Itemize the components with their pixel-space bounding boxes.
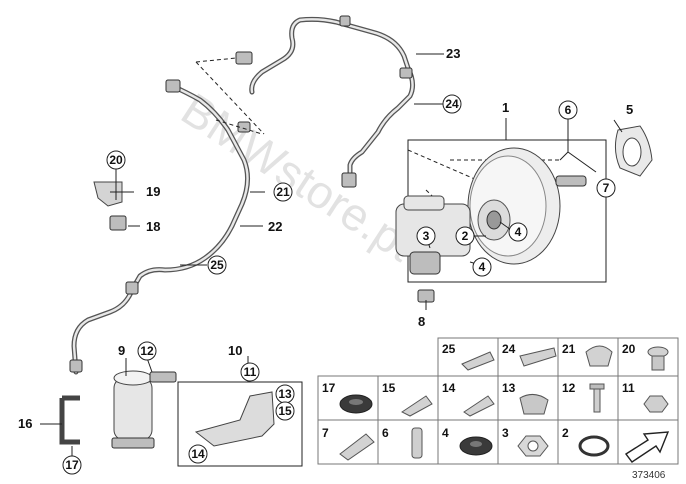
- callout-6: 6: [558, 100, 578, 120]
- parts-legend: 25 24 21 20 17 15 14 13 12 11: [317, 337, 679, 465]
- legend-cell-6: [377, 419, 439, 465]
- callout-14: 14: [188, 444, 208, 464]
- callout-2: 2: [455, 226, 475, 246]
- legend-label-13: 13: [502, 381, 516, 395]
- legend-label-11: 11: [622, 381, 635, 395]
- callout-18: 18: [146, 219, 160, 234]
- clip-19: [93, 181, 123, 207]
- legend-label-6: 6: [382, 426, 389, 440]
- svg-text:25: 25: [210, 258, 224, 272]
- legend-label-14: 14: [442, 381, 456, 395]
- svg-text:12: 12: [140, 344, 154, 358]
- callout-5: 5: [626, 102, 633, 117]
- callout-23: 23: [446, 46, 460, 61]
- svg-text:7: 7: [603, 181, 610, 195]
- vacuum-pump: [111, 370, 177, 449]
- clip-18: [109, 215, 127, 231]
- callout-1: 1: [502, 100, 509, 115]
- legend-label-20: 20: [622, 342, 636, 356]
- legend-label-12: 12: [562, 381, 576, 395]
- callout-4-lower: 4: [472, 257, 492, 277]
- svg-text:11: 11: [244, 365, 257, 379]
- svg-text:13: 13: [278, 387, 292, 401]
- bracket-16: [59, 395, 80, 445]
- legend-label-25: 25: [442, 342, 456, 356]
- callout-10: 10: [228, 343, 242, 358]
- callout-12: 12: [137, 341, 157, 361]
- svg-text:3: 3: [423, 229, 430, 243]
- callout-15: 15: [275, 401, 295, 421]
- legend-label-17: 17: [322, 381, 336, 395]
- callout-20: 20: [106, 150, 126, 170]
- callout-17: 17: [62, 455, 82, 475]
- callout-9: 9: [118, 343, 125, 358]
- callout-7: 7: [596, 178, 616, 198]
- gasket-5: [614, 125, 653, 177]
- legend-label-15: 15: [382, 381, 396, 395]
- svg-text:21: 21: [276, 185, 290, 199]
- svg-text:24: 24: [445, 97, 459, 111]
- brake-booster: [467, 147, 587, 265]
- legend-label-24: 24: [502, 342, 516, 356]
- svg-text:6: 6: [565, 103, 572, 117]
- svg-text:17: 17: [65, 458, 79, 472]
- callout-4-upper: 4: [508, 222, 528, 242]
- svg-text:14: 14: [191, 447, 205, 461]
- callout-19: 19: [146, 184, 160, 199]
- svg-text:4: 4: [515, 225, 522, 239]
- legend-label-4: 4: [442, 426, 449, 440]
- legend-label-7: 7: [322, 426, 329, 440]
- direction-arrow-icon: [624, 431, 670, 463]
- callout-24: 24: [442, 94, 462, 114]
- callout-16: 16: [18, 416, 32, 431]
- bracket-10: [194, 391, 275, 447]
- callout-25: 25: [207, 255, 227, 275]
- hose-connectors: [69, 15, 413, 373]
- image-number: 373406: [632, 470, 666, 481]
- callout-11: 11: [240, 362, 260, 382]
- bracket-frame: [177, 381, 303, 467]
- svg-text:20: 20: [109, 153, 123, 167]
- callout-8: 8: [418, 314, 425, 329]
- callout-13: 13: [275, 384, 295, 404]
- svg-text:2: 2: [462, 229, 469, 243]
- callout-3: 3: [416, 226, 436, 246]
- legend-cell-3: [497, 419, 559, 465]
- vacuum-hose-22: [71, 83, 250, 375]
- vacuum-hose-23: [249, 16, 416, 183]
- legend-label-21: 21: [562, 342, 576, 356]
- legend-label-2: 2: [562, 426, 569, 440]
- svg-text:4: 4: [479, 260, 486, 274]
- svg-text:15: 15: [278, 404, 292, 418]
- legend-cell-20: [617, 337, 679, 377]
- callout-21: 21: [273, 182, 293, 202]
- legend-cell-12: [557, 375, 619, 421]
- legend-label-3: 3: [502, 426, 509, 440]
- callout-22: 22: [268, 219, 282, 234]
